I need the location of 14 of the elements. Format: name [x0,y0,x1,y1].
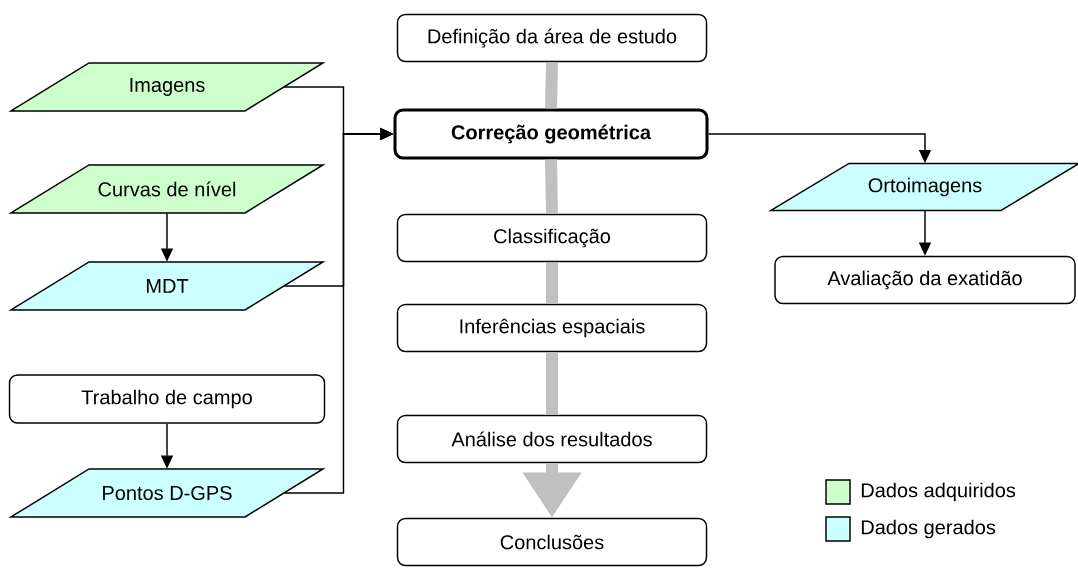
legend-label: Dados gerados [861,519,996,539]
process-box: Inferências espaciais [396,303,708,353]
process-box: Análise dos resultados [396,414,708,464]
process-box: Classificação [396,213,708,263]
legend-label: Dados adquiridos [861,482,1016,502]
process-box: Definição da área de estudo [396,13,708,63]
flow-line [545,159,558,214]
flow-line [545,62,558,109]
process-box: Conclusões [396,517,708,567]
flow-line [546,352,558,415]
flow-line [546,262,558,304]
process-box: Correção geométrica [393,108,709,160]
process-box: Trabalho de campo [8,374,326,424]
process-box: Avaliação da exatidão [774,255,1076,305]
